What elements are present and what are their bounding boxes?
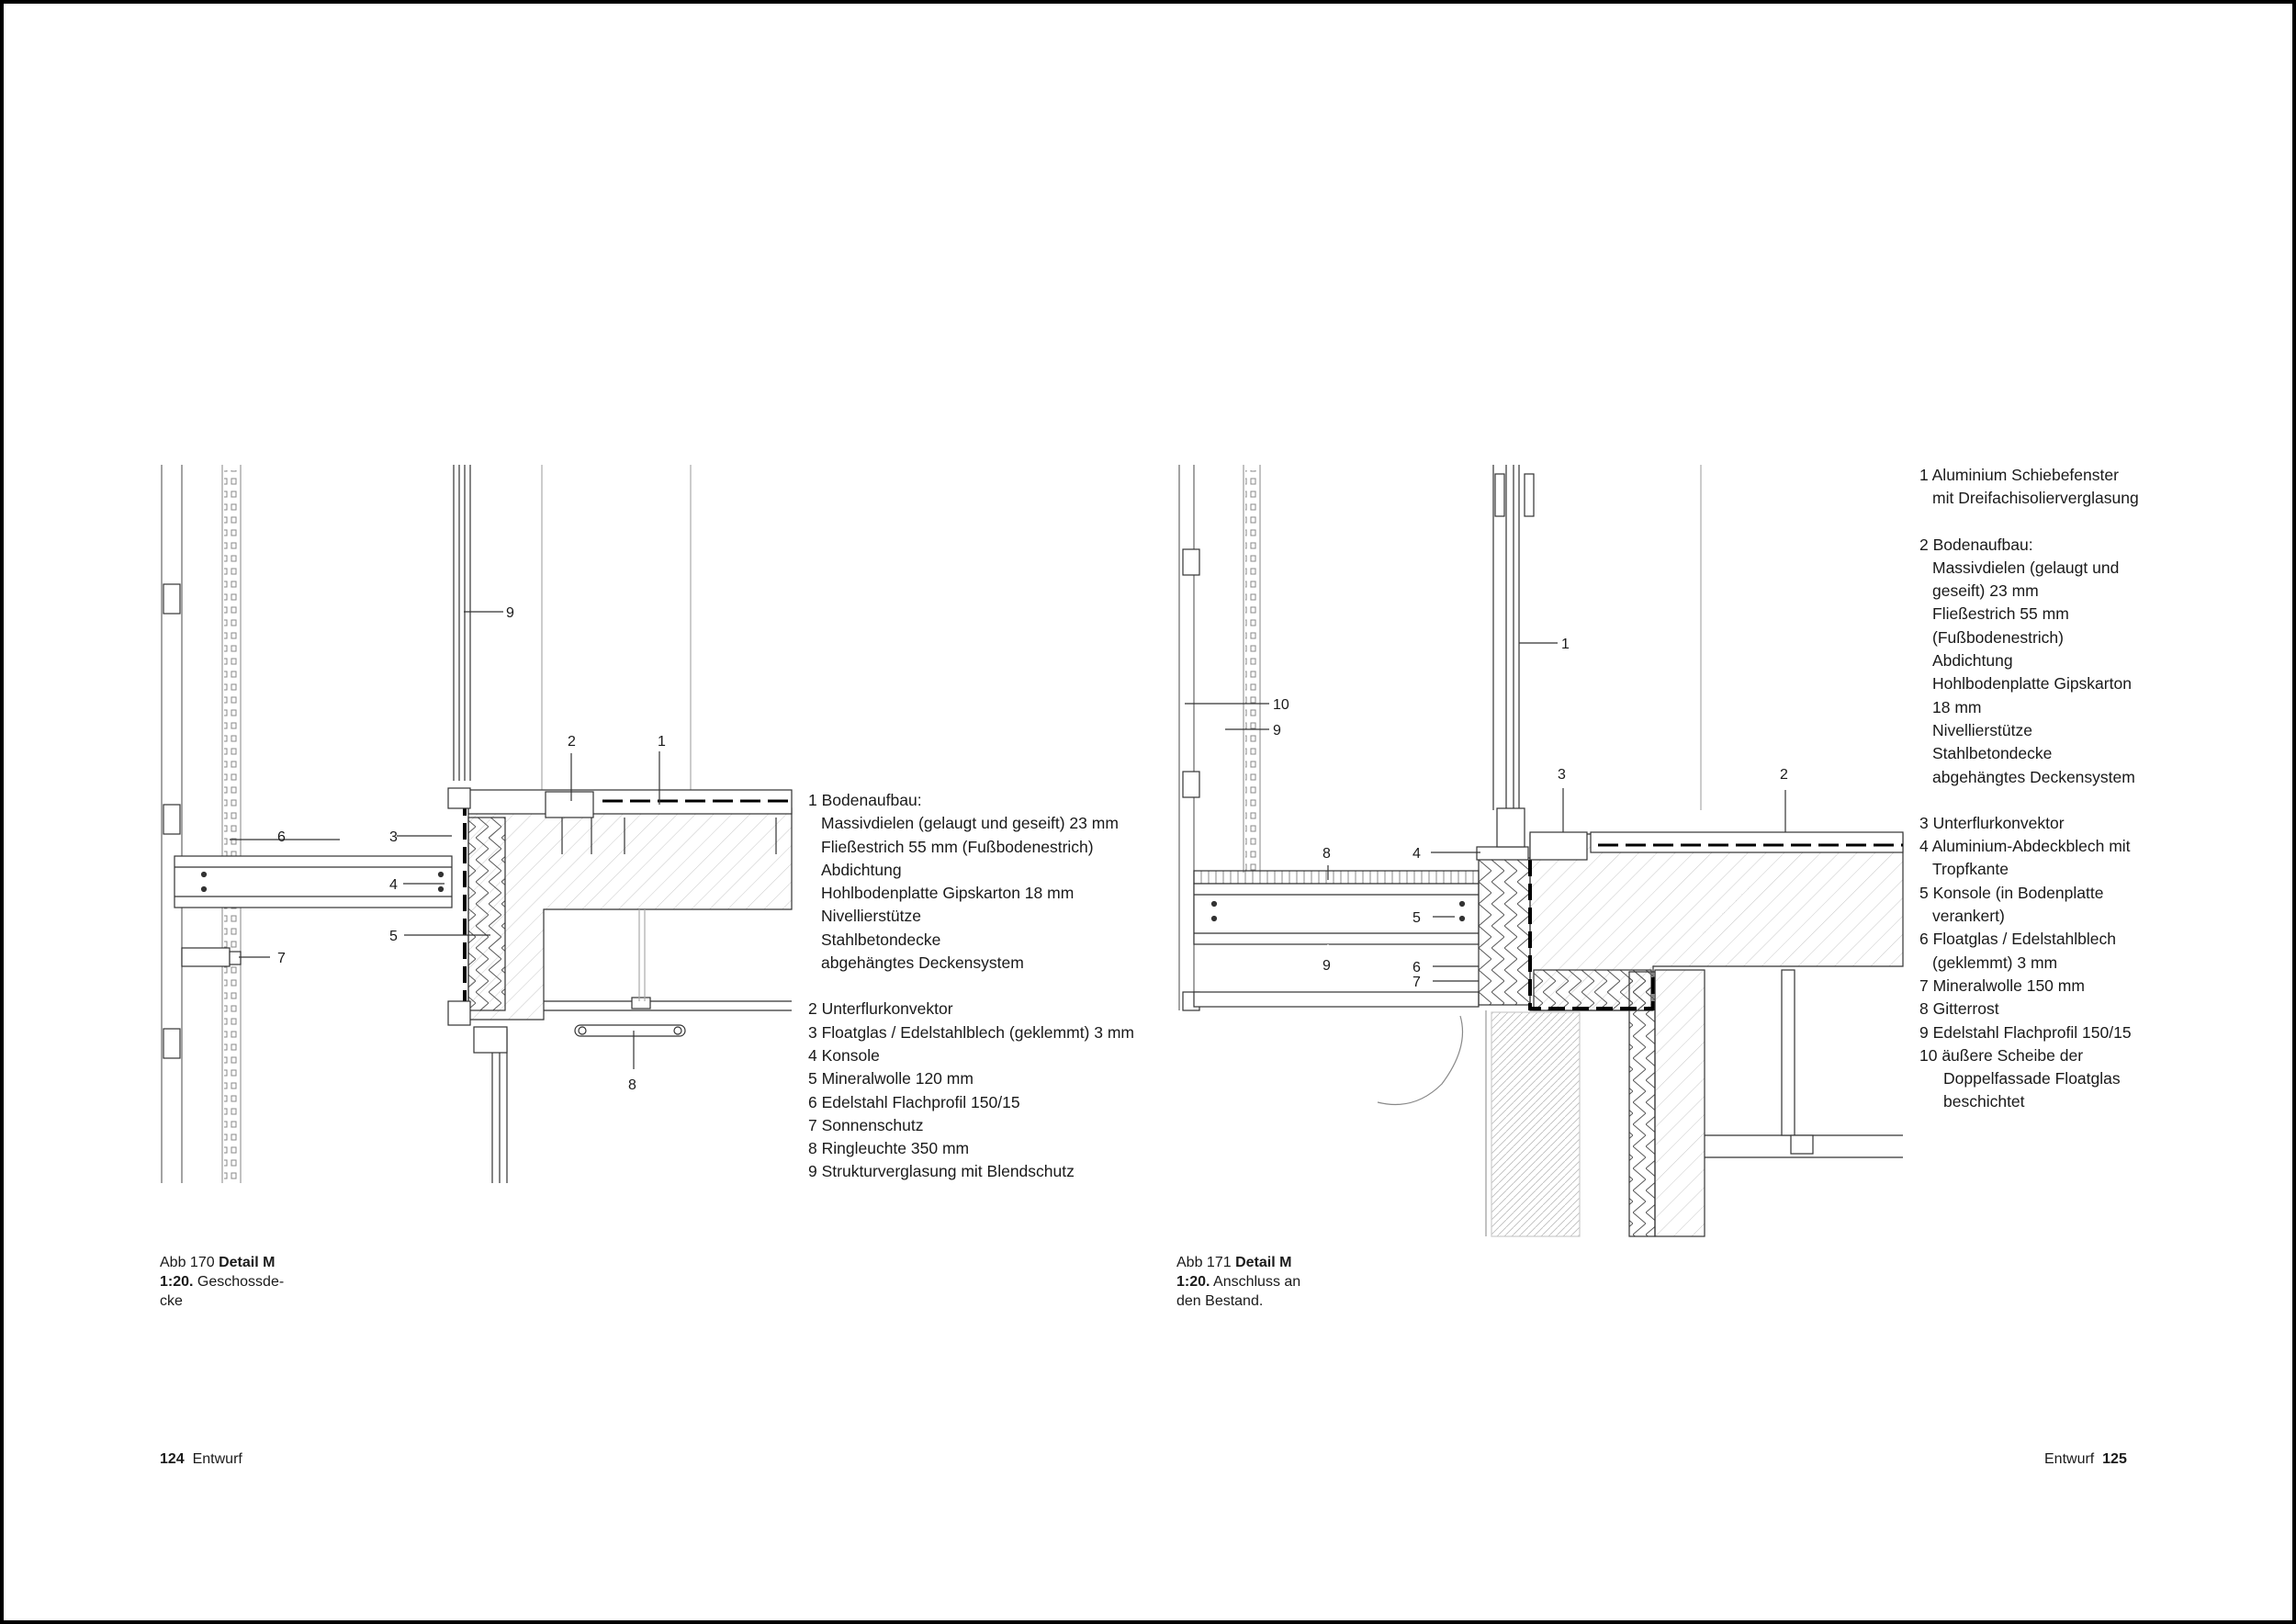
right-legend-item-10: 10 äußere Scheibe der [1919, 1045, 2084, 1065]
left-callout-4: 4 [389, 877, 398, 893]
left-legend-sub: Massivdielen (gelaugt und geseift) 23 mm [821, 814, 1119, 833]
right-callout-1: 1 [1561, 637, 1570, 652]
left-callout-2: 2 [568, 734, 576, 750]
left-legend-sub: Stahlbetondecke [821, 930, 941, 949]
left-callout-9: 9 [506, 605, 514, 621]
right-callout-9-bottom: 9 [1322, 958, 1331, 974]
left-callout-3: 3 [389, 829, 398, 845]
right-legend-item-1: 1 Aluminium Schiebefenster [1919, 466, 2119, 484]
detail-drawings: 9 1 2 3 4 5 6 7 8 [161, 465, 1904, 1237]
right-legend-sub: Abdichtung [1932, 651, 2013, 671]
right-legend-sub: (geklemmt) 3 mm [1932, 953, 2058, 972]
left-legend-item-6: 6 Edelstahl Flachprofil 150/15 [808, 1092, 1020, 1111]
section-name: Entwurf [2044, 1451, 2095, 1467]
left-page-folio: 124 Entwurf [160, 1451, 242, 1468]
right-legend-item-9: 9 Edelstahl Flachprofil 150/15 [1919, 1022, 2132, 1042]
left-callout-6: 6 [277, 829, 286, 845]
caption-text: Geschossde- [193, 1274, 285, 1290]
right-callout-5: 5 [1412, 910, 1421, 926]
right-legend-item-7: 7 Mineralwolle 150 mm [1919, 976, 2085, 995]
right-legend-sub: geseift) 23 mm [1932, 581, 2039, 601]
right-callout-3: 3 [1558, 767, 1566, 783]
left-callout-8: 8 [628, 1077, 636, 1093]
left-legend: 1 Bodenaufbau: Massivdielen (gelaugt und… [808, 789, 1134, 1184]
right-legend-sub: Nivellierstütze [1932, 720, 2032, 739]
right-callout-8: 8 [1322, 846, 1331, 862]
right-callout-10: 10 [1273, 697, 1289, 713]
caption-text: Anschluss an [1210, 1274, 1301, 1290]
left-callout-1: 1 [658, 734, 666, 750]
caption-text: cke [160, 1293, 183, 1309]
right-legend-sub: abgehängtes Deckensystem [1932, 767, 2135, 786]
right-legend-sub: Stahlbetondecke [1932, 744, 2053, 763]
right-legend-item-2: 2 Bodenaufbau: [1919, 535, 2033, 554]
left-legend-sub: Nivellierstütze [821, 907, 921, 926]
page-number: 124 [160, 1451, 185, 1467]
left-legend-item-5: 5 Mineralwolle 120 mm [808, 1069, 974, 1088]
right-legend-sub: (Fußbodenestrich) [1932, 627, 2064, 647]
right-legend-sub: Tropfkante [1932, 860, 2009, 879]
right-callout-2: 2 [1780, 767, 1788, 783]
caption-prefix: Abb 171 [1176, 1255, 1236, 1270]
left-legend-item-2: 2 Unterflurkonvektor [808, 999, 953, 1019]
right-legend-sub: 18 mm [1932, 697, 1982, 716]
right-callout-6: 6 [1412, 960, 1421, 976]
right-legend-item-3: 3 Unterflurkonvektor [1919, 813, 2065, 832]
right-callout-7: 7 [1412, 975, 1421, 990]
caption-text: den Bestand. [1176, 1293, 1264, 1309]
right-legend-sub: Fließestrich 55 mm [1932, 604, 2069, 624]
book-spread: 9 1 2 3 4 5 6 7 8 [4, 4, 2292, 1620]
left-legend-item-3: 3 Floatglas / Edelstahlblech (geklemmt) … [808, 1022, 1134, 1042]
left-figure-caption: Abb 170 Detail M 1:20. Geschossde- cke [160, 1253, 284, 1311]
left-callout-7: 7 [277, 951, 286, 966]
page-number: 125 [2102, 1451, 2127, 1467]
left-callout-numbers: 9 1 2 3 4 5 6 7 8 [277, 605, 666, 1093]
right-figure-caption: Abb 171 Detail M 1:20. Anschluss an den … [1176, 1253, 1300, 1311]
right-legend-sub: Hohlbodenplatte Gipskarton [1932, 674, 2132, 694]
left-legend-item-4: 4 Konsole [808, 1045, 880, 1065]
right-legend-sub: Massivdielen (gelaugt und [1932, 558, 2120, 577]
right-callout-4: 4 [1412, 846, 1421, 862]
right-legend-item-8: 8 Gitterrost [1919, 999, 1999, 1019]
left-legend-item-8: 8 Ringleuchte 350 mm [808, 1139, 970, 1158]
caption-scale: 1:20. [1176, 1274, 1210, 1290]
right-legend: 1 Aluminium Schiebefenster mit Dreifachi… [1919, 464, 2139, 1114]
caption-title: Detail M [219, 1255, 276, 1270]
right-legend-sub: mit Dreifachisolierverglasung [1932, 489, 2139, 508]
left-legend-item-7: 7 Sonnenschutz [808, 1115, 924, 1134]
right-legend-sub: beschichtet [1943, 1092, 2025, 1111]
left-legend-sub: Fließestrich 55 mm (Fußbodenestrich) [821, 837, 1094, 856]
caption-title: Detail M [1235, 1255, 1292, 1270]
left-legend-sub: abgehängtes Deckensystem [821, 953, 1024, 973]
left-legend-item-9: 9 Strukturverglasung mit Blendschutz [808, 1162, 1075, 1181]
right-legend-item-4: 4 Aluminium-Abdeckblech mit [1919, 837, 2131, 856]
caption-prefix: Abb 170 [160, 1255, 219, 1270]
left-callout-5: 5 [389, 929, 398, 944]
right-legend-sub: verankert) [1932, 907, 2005, 926]
right-page-folio: Entwurf 125 [2044, 1451, 2127, 1468]
right-callout-9: 9 [1273, 723, 1281, 739]
right-legend-item-6: 6 Floatglas / Edelstahlblech [1919, 930, 2117, 949]
left-legend-sub: Hohlbodenplatte Gipskarton 18 mm [821, 884, 1075, 903]
left-legend-sub: Abdichtung [821, 860, 902, 879]
right-legend-item-5: 5 Konsole (in Bodenplatte [1919, 883, 2104, 902]
caption-scale: 1:20. [160, 1274, 194, 1290]
left-legend-item-1: 1 Bodenaufbau: [808, 791, 922, 809]
right-detail-drawing [1178, 465, 1904, 1237]
left-detail-drawing [161, 465, 793, 1183]
section-name: Entwurf [192, 1451, 242, 1467]
right-legend-sub: Doppelfassade Floatglas [1943, 1069, 2121, 1088]
right-callout-numbers: 1 2 3 4 5 6 7 8 9 9 10 [1273, 637, 1788, 990]
